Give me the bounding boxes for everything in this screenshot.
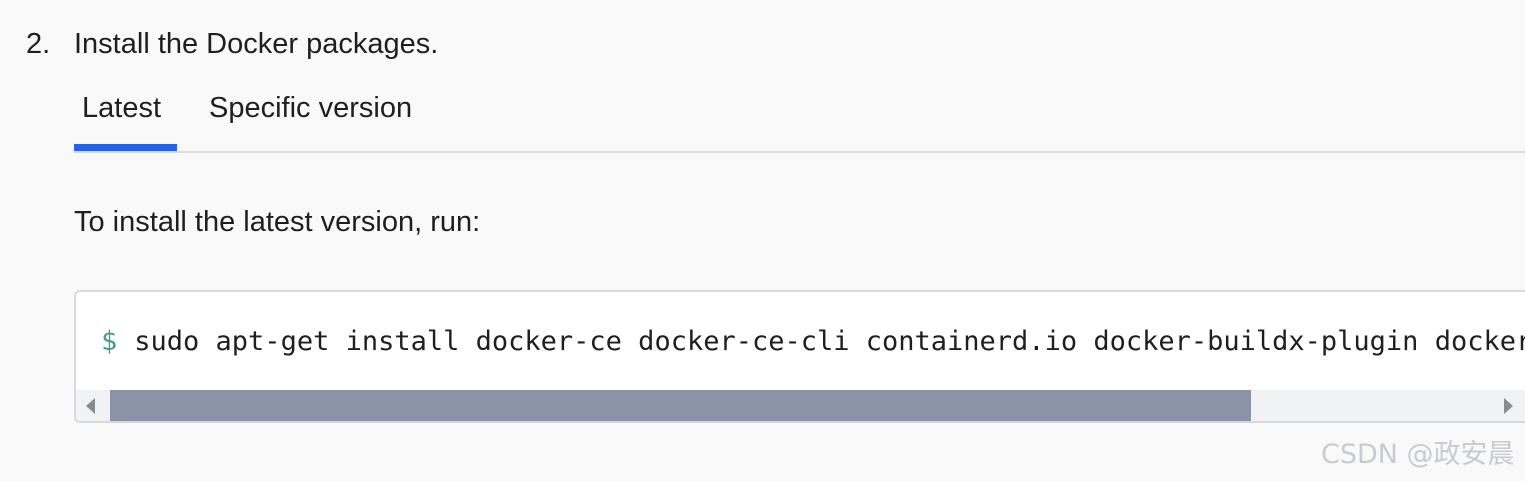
tab-specific-version-label: Specific version	[209, 92, 413, 124]
scroll-thumb[interactable]	[110, 390, 1251, 421]
triangle-left-icon[interactable]	[86, 398, 95, 414]
horizontal-scrollbar[interactable]	[76, 390, 1525, 421]
step-title: Install the Docker packages.	[74, 28, 439, 60]
code-line[interactable]: $ sudo apt-get install docker-ce docker-c…	[101, 324, 1525, 360]
triangle-right-icon[interactable]	[1504, 398, 1513, 414]
tab-specific-version[interactable]: Specific version	[201, 86, 441, 152]
watermark: CSDN @政安晨	[1321, 439, 1515, 470]
code-block: $ sudo apt-get install docker-ce docker-c…	[74, 290, 1525, 423]
shell-prompt: $	[101, 326, 118, 357]
active-tab-indicator	[74, 144, 177, 151]
intro-text: To install the latest version, run:	[74, 206, 481, 238]
tabs-divider	[74, 151, 1525, 153]
step-number: 2.	[26, 28, 51, 60]
tabs: Latest Specific version	[74, 86, 1525, 153]
tab-latest-label: Latest	[82, 92, 161, 124]
tab-latest[interactable]: Latest	[74, 86, 177, 152]
command-text: sudo apt-get install docker-ce docker-ce…	[134, 326, 1525, 357]
